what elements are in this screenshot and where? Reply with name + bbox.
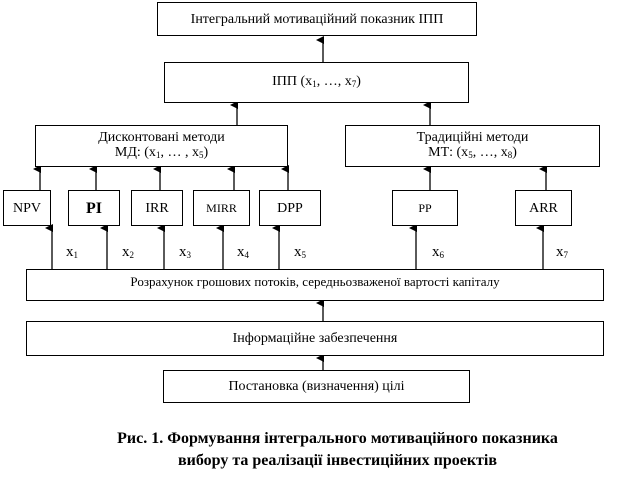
method-mirr-label: MIRR	[206, 200, 237, 215]
method-pi-label: PI	[86, 199, 102, 217]
method-mirr-box: MIRR	[193, 190, 250, 226]
method-arr-box: ARR	[515, 190, 572, 226]
method-npv-box: NPV	[3, 190, 51, 226]
integral-indicator-label: Інтегральний мотиваційний показник ІПП	[190, 11, 444, 27]
traditional-methods-title: Традиційні методи	[416, 129, 529, 145]
x5-label: x5	[294, 244, 306, 260]
method-dpp-label: DPP	[277, 200, 303, 216]
figure-caption-line2: вибору та реалізації інвестиційних проек…	[178, 452, 497, 469]
method-dpp-box: DPP	[259, 190, 321, 226]
cash-flows-label: Розрахунок грошових потоків, середньозва…	[130, 274, 500, 289]
method-arr-label: ARR	[529, 200, 558, 216]
traditional-methods-box: Традиційні методи МТ: (x5, …, x8)	[345, 125, 600, 167]
discounted-methods-box: Дисконтовані методи МД: (x1, … , x5)	[35, 125, 288, 167]
goal-setting-box: Постановка (визначення) цілі	[163, 370, 470, 403]
method-irr-box: IRR	[131, 190, 183, 226]
x2-label: x2	[122, 244, 134, 260]
discounted-methods-title: Дисконтовані методи	[98, 129, 225, 145]
x6-label: x6	[432, 244, 444, 260]
ipp-label: ІПП (x1, …, x7)	[272, 73, 361, 89]
x7-label: x7	[556, 244, 568, 260]
method-npv-label: NPV	[12, 200, 41, 216]
method-pi-box: PI	[68, 190, 120, 226]
integral-indicator-box: Інтегральний мотиваційний показник ІПП	[157, 2, 477, 36]
figure-caption-line1: Рис. 1. Формування інтегрального мотивац…	[117, 430, 558, 447]
information-support-label: Інформаційне забезпечення	[232, 331, 398, 346]
method-pp-box: PP	[392, 190, 458, 226]
x3-label: x3	[179, 244, 191, 260]
x1-label: x1	[66, 244, 78, 260]
method-pp-label: PP	[418, 200, 432, 215]
discounted-methods-set: МД: (x1, … , x5)	[114, 144, 209, 160]
information-support-box: Інформаційне забезпечення	[26, 321, 604, 356]
goal-setting-label: Постановка (визначення) цілі	[228, 379, 405, 394]
x4-label: x4	[237, 244, 249, 260]
cash-flows-box: Розрахунок грошових потоків, середньозва…	[26, 269, 604, 301]
traditional-methods-set: МТ: (x5, …, x8)	[428, 144, 517, 160]
ipp-box: ІПП (x1, …, x7)	[164, 62, 469, 103]
method-irr-label: IRR	[145, 200, 169, 216]
